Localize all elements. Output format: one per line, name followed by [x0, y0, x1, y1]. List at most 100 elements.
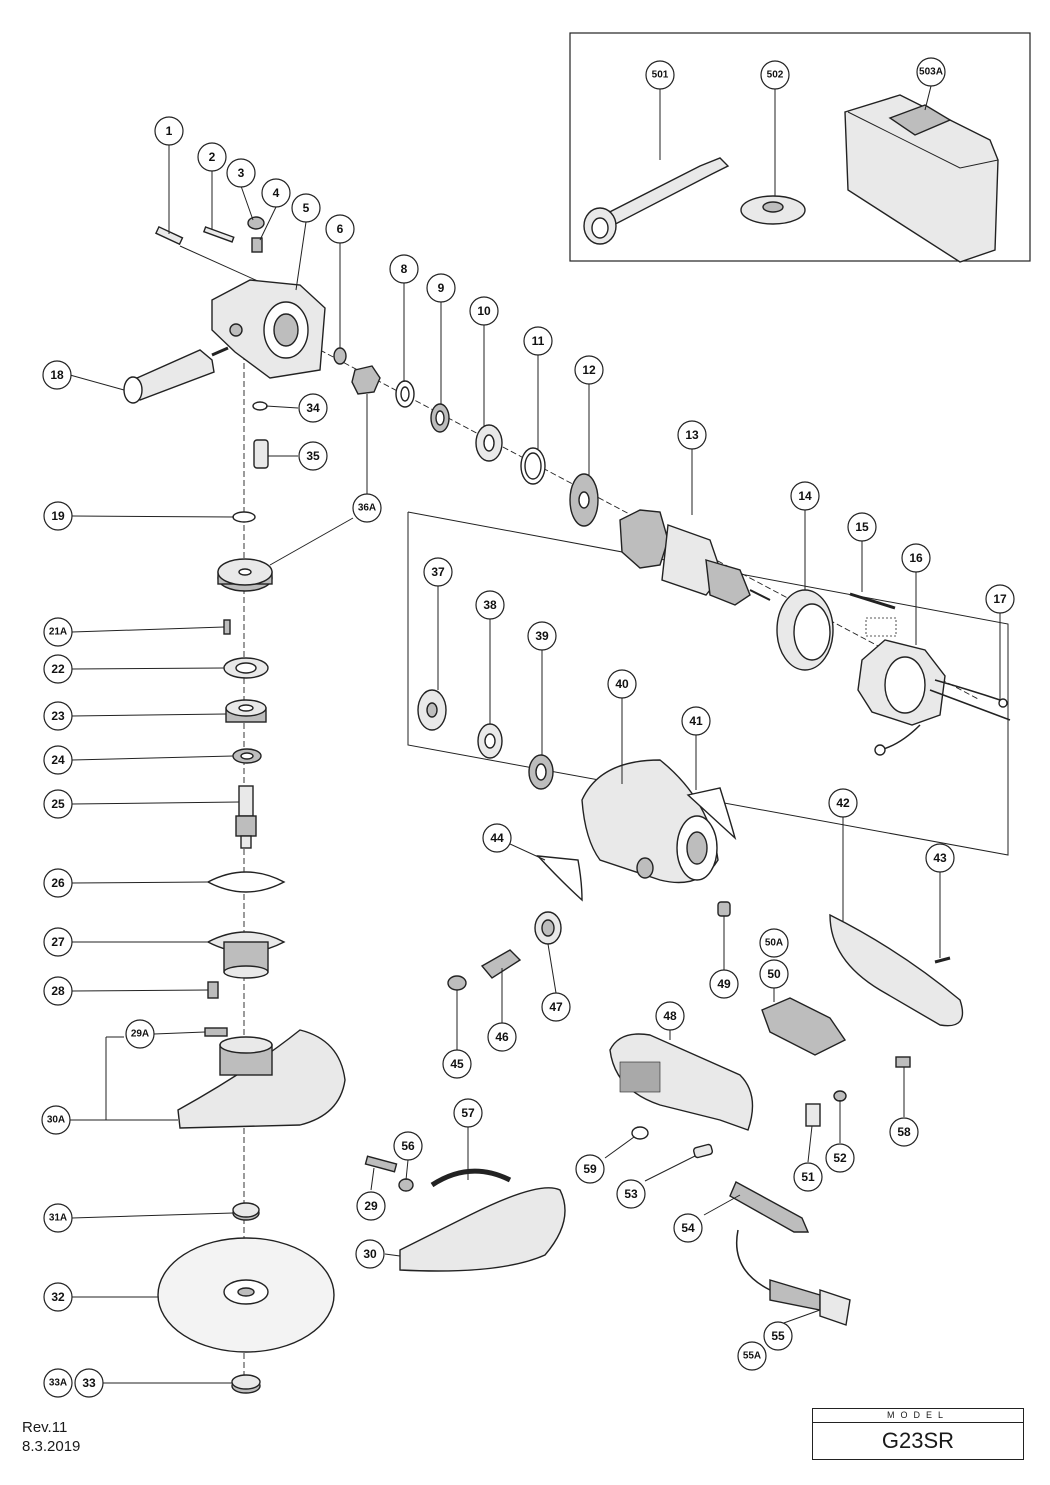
callout-57: 57 [453, 1098, 483, 1128]
callout-3: 3 [226, 158, 256, 188]
callout-30: 30 [355, 1239, 385, 1269]
callout-55A-label: 55A [743, 1351, 761, 1362]
callout-13-label: 13 [685, 428, 699, 442]
callout-31A: 31A [43, 1203, 73, 1233]
callout-45-label: 45 [450, 1057, 464, 1071]
accessories-frame [569, 32, 1031, 262]
part-46-carbon-brush [480, 949, 522, 979]
part-54-cord-armor [729, 1181, 810, 1233]
callout-4-label: 4 [273, 186, 280, 200]
part-44-name-plate [536, 855, 583, 902]
callout-32: 32 [43, 1282, 73, 1312]
part-45-brush-cap [447, 975, 467, 991]
part-48-handle [609, 1033, 754, 1131]
part-503A-case [844, 94, 999, 263]
callout-12-label: 12 [582, 363, 596, 377]
callout-43: 43 [925, 843, 955, 873]
callout-51: 51 [793, 1162, 823, 1192]
motor-group-outline [407, 511, 1009, 856]
part-9-ring [430, 403, 450, 433]
callout-53: 53 [616, 1179, 646, 1209]
callout-54: 54 [673, 1213, 703, 1243]
revision-label: Rev.11 [22, 1419, 68, 1436]
part-30-wheel-guard [399, 1168, 566, 1272]
part-23-ball-bearing [225, 699, 267, 723]
callout-33: 33 [74, 1368, 104, 1398]
callout-16: 16 [901, 543, 931, 573]
part-55-cord [736, 1229, 851, 1326]
callout-59-label: 59 [583, 1162, 597, 1176]
callout-28: 28 [43, 976, 73, 1006]
callout-10-label: 10 [477, 304, 491, 318]
callout-40-label: 40 [615, 677, 629, 691]
model-value: G23SR [881, 1428, 955, 1453]
callout-16-label: 16 [909, 551, 923, 565]
part-53-cord-armor-sleeve [692, 1143, 714, 1159]
callout-46-label: 46 [495, 1030, 509, 1044]
callout-30-label: 30 [363, 1247, 377, 1261]
callout-17-label: 17 [993, 592, 1007, 606]
callout-46: 46 [487, 1022, 517, 1052]
callout-31A-label: 31A [49, 1213, 67, 1224]
callout-502: 502 [760, 60, 790, 90]
callout-13: 13 [677, 420, 707, 450]
callout-34: 34 [298, 393, 328, 423]
part-4-spring [251, 237, 263, 253]
callout-50: 50 [759, 959, 789, 989]
callout-27-label: 27 [51, 935, 65, 949]
callout-29: 29 [356, 1191, 386, 1221]
callout-48: 48 [655, 1001, 685, 1031]
callout-18: 18 [42, 360, 72, 390]
callout-44: 44 [482, 823, 512, 853]
callout-58-label: 58 [897, 1125, 911, 1139]
callout-15: 15 [847, 512, 877, 542]
callout-34-label: 34 [306, 401, 320, 415]
callout-39: 39 [527, 621, 557, 651]
callout-49: 49 [709, 969, 739, 999]
callout-29A: 29A [125, 1019, 155, 1049]
callout-30A: 30A [41, 1105, 71, 1135]
part-8-washer [395, 380, 415, 408]
part-36A-gear [217, 558, 273, 592]
part-38-ball-bearing [477, 723, 503, 759]
callout-33A: 33A [43, 1368, 73, 1398]
part-29-bolt [364, 1155, 398, 1173]
callout-50-label: 50 [767, 967, 781, 981]
callout-502-label: 502 [767, 70, 784, 81]
callout-12: 12 [574, 355, 604, 385]
part-56-nut [398, 1178, 414, 1192]
part-31A-wheel-washer [232, 1202, 260, 1221]
part-50-switch [761, 997, 847, 1056]
model-box: MODEL G23SR [812, 1408, 1024, 1460]
part-10-ball-bearing [475, 424, 503, 462]
callout-19-label: 19 [51, 509, 65, 523]
part-28-screw [207, 981, 219, 999]
model-label: MODEL [813, 1409, 1023, 1423]
callout-37: 37 [423, 557, 453, 587]
part-42-handle-cover [829, 913, 964, 1027]
part-43-screw [934, 956, 951, 964]
callout-36A-label: 36A [358, 503, 376, 514]
part-501-wrench [583, 157, 730, 245]
callout-29-label: 29 [364, 1199, 378, 1213]
part-13-armature [619, 509, 771, 606]
callout-24: 24 [43, 745, 73, 775]
part-14-stator-ring [776, 589, 834, 671]
callout-11-label: 11 [532, 334, 545, 348]
callout-41-label: 41 [689, 714, 703, 728]
callout-22-label: 22 [51, 662, 65, 676]
callout-41: 41 [681, 706, 711, 736]
callout-501-label: 501 [652, 70, 669, 81]
callout-33A-label: 33A [49, 1378, 67, 1389]
part-6-nut [333, 347, 347, 365]
part-17-lead-wires [874, 679, 1011, 756]
callout-503A: 503A [916, 57, 946, 87]
callout-43-label: 43 [933, 851, 947, 865]
callout-28-label: 28 [51, 984, 65, 998]
part-58-connector [895, 1056, 911, 1068]
callout-4: 4 [261, 178, 291, 208]
callout-29A-label: 29A [131, 1029, 149, 1040]
part-52-screw [833, 1090, 847, 1102]
callout-22: 22 [43, 654, 73, 684]
callout-40: 40 [607, 669, 637, 699]
